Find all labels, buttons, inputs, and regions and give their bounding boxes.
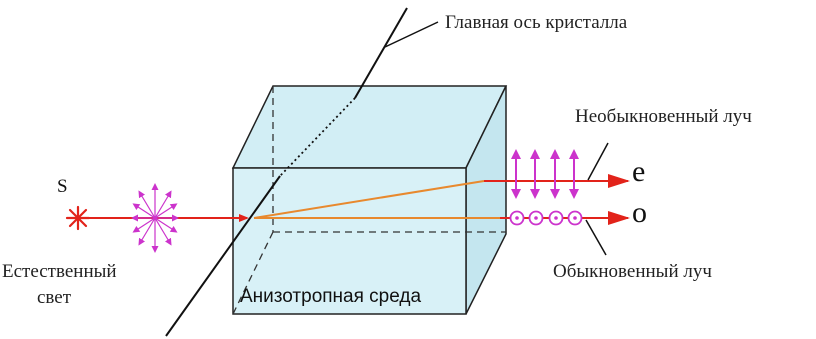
crystal-front-face (232, 167, 467, 315)
asterisk-star-icon (65, 205, 91, 231)
main-axis-label: Главная ось кристалла (445, 12, 628, 33)
main-axis-leader (384, 21, 439, 48)
crystal-hidden-edge (232, 231, 274, 315)
e-ray-symbol: e (632, 155, 645, 188)
natural-light-label-line2: свет (37, 287, 72, 308)
ordinary-ray-label: Обыкновенный луч (553, 261, 712, 282)
extraordinary-polarization-arrows (511, 149, 579, 199)
extraordinary-internal-ray (253, 180, 485, 219)
extraordinary-ray-leader (587, 142, 609, 181)
ordinary-ray-leader (585, 219, 607, 256)
radial-arrows-icon (131, 183, 179, 253)
extraordinary-ray-label: Необыкновенный луч (575, 106, 752, 127)
crystal-top-face (231, 85, 508, 169)
ordinary-polarization-dots (509, 210, 583, 226)
medium-label: Анизотропная среда (240, 286, 421, 307)
o-ray-symbol: o (632, 196, 647, 229)
natural-light-label-line1: Естественный (2, 261, 117, 282)
crystal-block (231, 85, 508, 315)
source-label: S (57, 176, 68, 197)
main-axis-line (165, 7, 408, 337)
